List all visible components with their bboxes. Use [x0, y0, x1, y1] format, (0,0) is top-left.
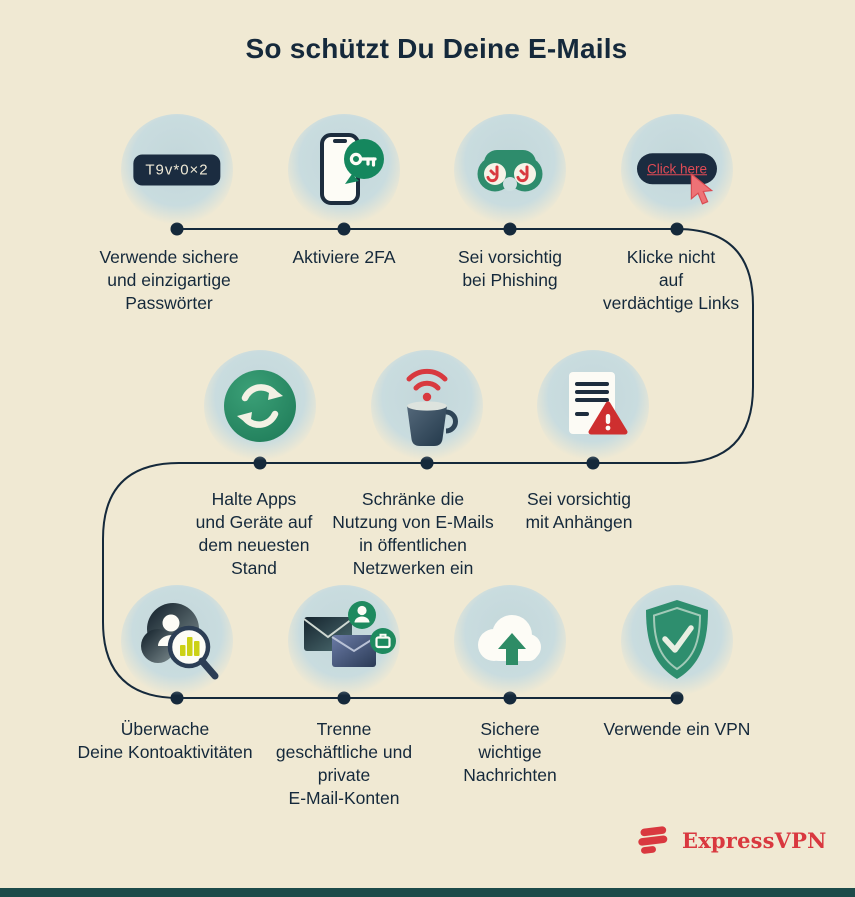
account-monitoring-icon: [141, 603, 219, 680]
cursor-icon: [690, 174, 714, 206]
cloud-backup-icon: [478, 615, 541, 665]
click-here-button: Click here: [636, 153, 718, 185]
step-label: Sei vorsichtig mit Anhängen: [525, 489, 633, 533]
step-backup-messages: Sichere wichtige Nachrichten: [415, 585, 605, 787]
step-passwords: T9v*0×2 Verwende sichere und einzigartig…: [82, 114, 272, 315]
icon-bubble: [288, 585, 400, 697]
icon-bubble: [621, 585, 733, 697]
icon-bubble: [454, 585, 566, 697]
separate-mail-accounts-icon: [303, 601, 396, 667]
wifi-icon: [406, 368, 448, 391]
footer-bar: [0, 888, 855, 897]
briefcase-badge-icon: [370, 628, 396, 654]
step-phishing: Sei vorsichtig bei Phishing: [415, 114, 605, 292]
step-label: Schränke die Nutzung von E-Mails in öffe…: [332, 489, 494, 579]
expressvpn-wordmark: ExpressVPN: [682, 827, 827, 853]
expressvpn-logo: ExpressVPN: [634, 820, 827, 860]
step-vpn: Verwende ein VPN: [582, 585, 772, 741]
icon-bubble: [537, 350, 649, 462]
step-updates: Halte Apps und Geräte auf dem neuesten S…: [165, 350, 355, 580]
bar-chart-icon: [180, 637, 200, 656]
step-2fa: Aktiviere 2FA: [249, 114, 439, 269]
icon-bubble: [371, 350, 483, 462]
step-label: Trenne geschäftliche und private E-Mail-…: [275, 719, 413, 809]
wifi-cup-icon: [406, 368, 458, 446]
step-suspicious-links: Click here Klicke nicht auf verdächtige …: [582, 114, 772, 315]
step-separate-accounts: Trenne geschäftliche und private E-Mail-…: [249, 585, 439, 810]
step-label: Überwache Deine Kontoaktivitäten: [77, 719, 253, 763]
icon-bubble: [204, 350, 316, 462]
check-icon: [662, 625, 694, 653]
step-label: Sichere wichtige Nachrichten: [463, 719, 557, 786]
step-attachments: Sei vorsichtig mit Anhängen: [498, 350, 688, 534]
step-label: Aktiviere 2FA: [292, 247, 396, 267]
page-title: So schützt Du Deine E-Mails: [245, 33, 628, 64]
step-account-activity: Überwache Deine Kontoaktivitäten: [77, 585, 272, 764]
step-public-networks: Schränke die Nutzung von E-Mails in öffe…: [332, 350, 522, 580]
icon-bubble: T9v*0×2: [121, 114, 233, 226]
icon-bubble: [288, 114, 400, 226]
step-label: Sei vorsichtig bei Phishing: [457, 247, 563, 291]
attachment-warning-icon: [569, 372, 628, 435]
icon-bubble: Click here: [621, 114, 733, 226]
binoculars-phishing-icon: [477, 150, 543, 192]
icon-bubble: [454, 114, 566, 226]
step-label: Verwende sichere und einzigartige Passwö…: [99, 247, 239, 314]
step-label: Verwende ein VPN: [603, 719, 751, 739]
phone-2fa-key-icon: [320, 133, 384, 205]
step-label: Klicke nicht auf verdächtige Links: [602, 247, 740, 314]
icon-bubble: [121, 585, 233, 697]
key-icon: [349, 152, 377, 167]
step-label: Halte Apps und Geräte auf dem neuesten S…: [195, 489, 313, 579]
vpn-shield-check-icon: [646, 600, 708, 679]
refresh-icon: [224, 370, 296, 442]
expressvpn-logo-icon: [638, 826, 668, 854]
upload-arrow-icon: [498, 633, 526, 665]
hook-icons: [486, 165, 529, 183]
password-icon: T9v*0×2: [133, 154, 221, 186]
